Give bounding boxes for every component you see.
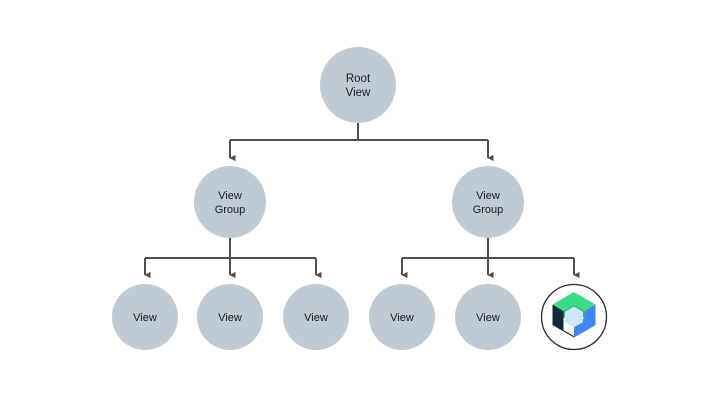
node-root-view-label-line2: View xyxy=(346,87,371,99)
connectors-group-right xyxy=(401,238,580,279)
node-view-group-right-label-line1: View xyxy=(476,190,500,202)
node-view-group-right[interactable]: View Group xyxy=(452,166,524,238)
node-view-group-right-circle xyxy=(452,166,524,238)
node-view-leaf-5[interactable]: View xyxy=(455,284,521,350)
node-view-leaf-4-label: View xyxy=(390,312,414,324)
node-view-leaf-3[interactable]: View xyxy=(283,284,349,350)
node-view-group-right-label-line2: Group xyxy=(473,204,504,216)
node-view-leaf-4[interactable]: View xyxy=(369,284,435,350)
node-view-leaf-2-circle xyxy=(197,284,263,350)
node-root-view[interactable]: Root View xyxy=(320,47,396,123)
node-view-leaf-5-label: View xyxy=(476,312,500,324)
node-view-leaf-1-circle xyxy=(112,284,178,350)
node-view-group-left-label-line1: View xyxy=(218,190,242,202)
node-root-view-label-line1: Root xyxy=(346,73,371,85)
jetpack-compose-logo-icon xyxy=(552,292,596,338)
connectors-group-left xyxy=(144,238,322,279)
node-view-leaf-1[interactable]: View xyxy=(112,284,178,350)
compose-logo-center-hex xyxy=(565,306,583,328)
node-view-leaf-1-label: View xyxy=(133,312,157,324)
node-view-leaf-3-circle xyxy=(283,284,349,350)
connectors-level-0 xyxy=(229,123,494,162)
node-view-leaf-4-circle xyxy=(369,284,435,350)
compose-logo-left-face xyxy=(552,304,574,338)
compose-logo-top-face xyxy=(552,292,596,311)
node-view-group-left-label-line2: Group xyxy=(215,204,246,216)
node-view-leaf-2[interactable]: View xyxy=(197,284,263,350)
node-view-leaf-3-label: View xyxy=(304,312,328,324)
node-view-group-left[interactable]: View Group xyxy=(194,166,266,238)
node-compose-interop[interactable] xyxy=(540,283,608,351)
compose-logo-right-inner xyxy=(574,304,596,338)
node-root-view-circle xyxy=(320,47,396,123)
node-view-leaf-2-label: View xyxy=(218,312,242,324)
node-view-leaf-5-circle xyxy=(455,284,521,350)
node-view-group-left-circle xyxy=(194,166,266,238)
